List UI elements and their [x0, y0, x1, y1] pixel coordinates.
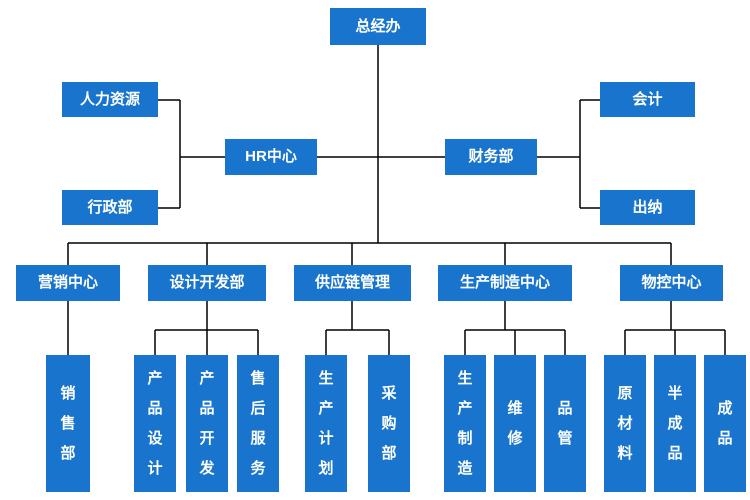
node-cashier[interactable]: 出纳 — [600, 190, 695, 225]
node-administration[interactable]: 行政部 — [62, 190, 158, 225]
node-after-sales-service[interactable]: 售 后 服 务 — [237, 355, 279, 492]
node-material-control-center[interactable]: 物控中心 — [620, 265, 723, 301]
node-quality-control[interactable]: 品 管 — [544, 355, 586, 492]
node-semi-finished-goods[interactable]: 半 成 品 — [654, 355, 696, 492]
node-human-resources[interactable]: 人力资源 — [62, 82, 158, 117]
node-maintenance[interactable]: 维 修 — [494, 355, 536, 492]
node-production-mfg-center[interactable]: 生产制造中心 — [438, 265, 572, 301]
node-general-manager-office[interactable]: 总经办 — [330, 8, 426, 45]
node-product-development[interactable]: 产 品 开 发 — [186, 355, 228, 492]
node-finished-goods[interactable]: 成 品 — [704, 355, 746, 492]
node-marketing-center[interactable]: 营销中心 — [16, 265, 120, 301]
node-production-planning[interactable]: 生 产 计 划 — [305, 355, 347, 492]
node-production-manufacturing[interactable]: 生 产 制 造 — [444, 355, 486, 492]
node-hr-center[interactable]: HR中心 — [225, 139, 317, 175]
node-raw-materials[interactable]: 原 材 料 — [604, 355, 646, 492]
node-sales-dept[interactable]: 销 售 部 — [46, 355, 90, 492]
node-accounting[interactable]: 会计 — [600, 82, 695, 117]
node-product-design[interactable]: 产 品 设 计 — [134, 355, 176, 492]
node-supply-chain-mgmt[interactable]: 供应链管理 — [294, 265, 411, 301]
node-purchasing-dept[interactable]: 采 购 部 — [368, 355, 410, 492]
node-design-dev-dept[interactable]: 设计开发部 — [148, 265, 266, 301]
node-finance-dept[interactable]: 财务部 — [445, 139, 537, 175]
